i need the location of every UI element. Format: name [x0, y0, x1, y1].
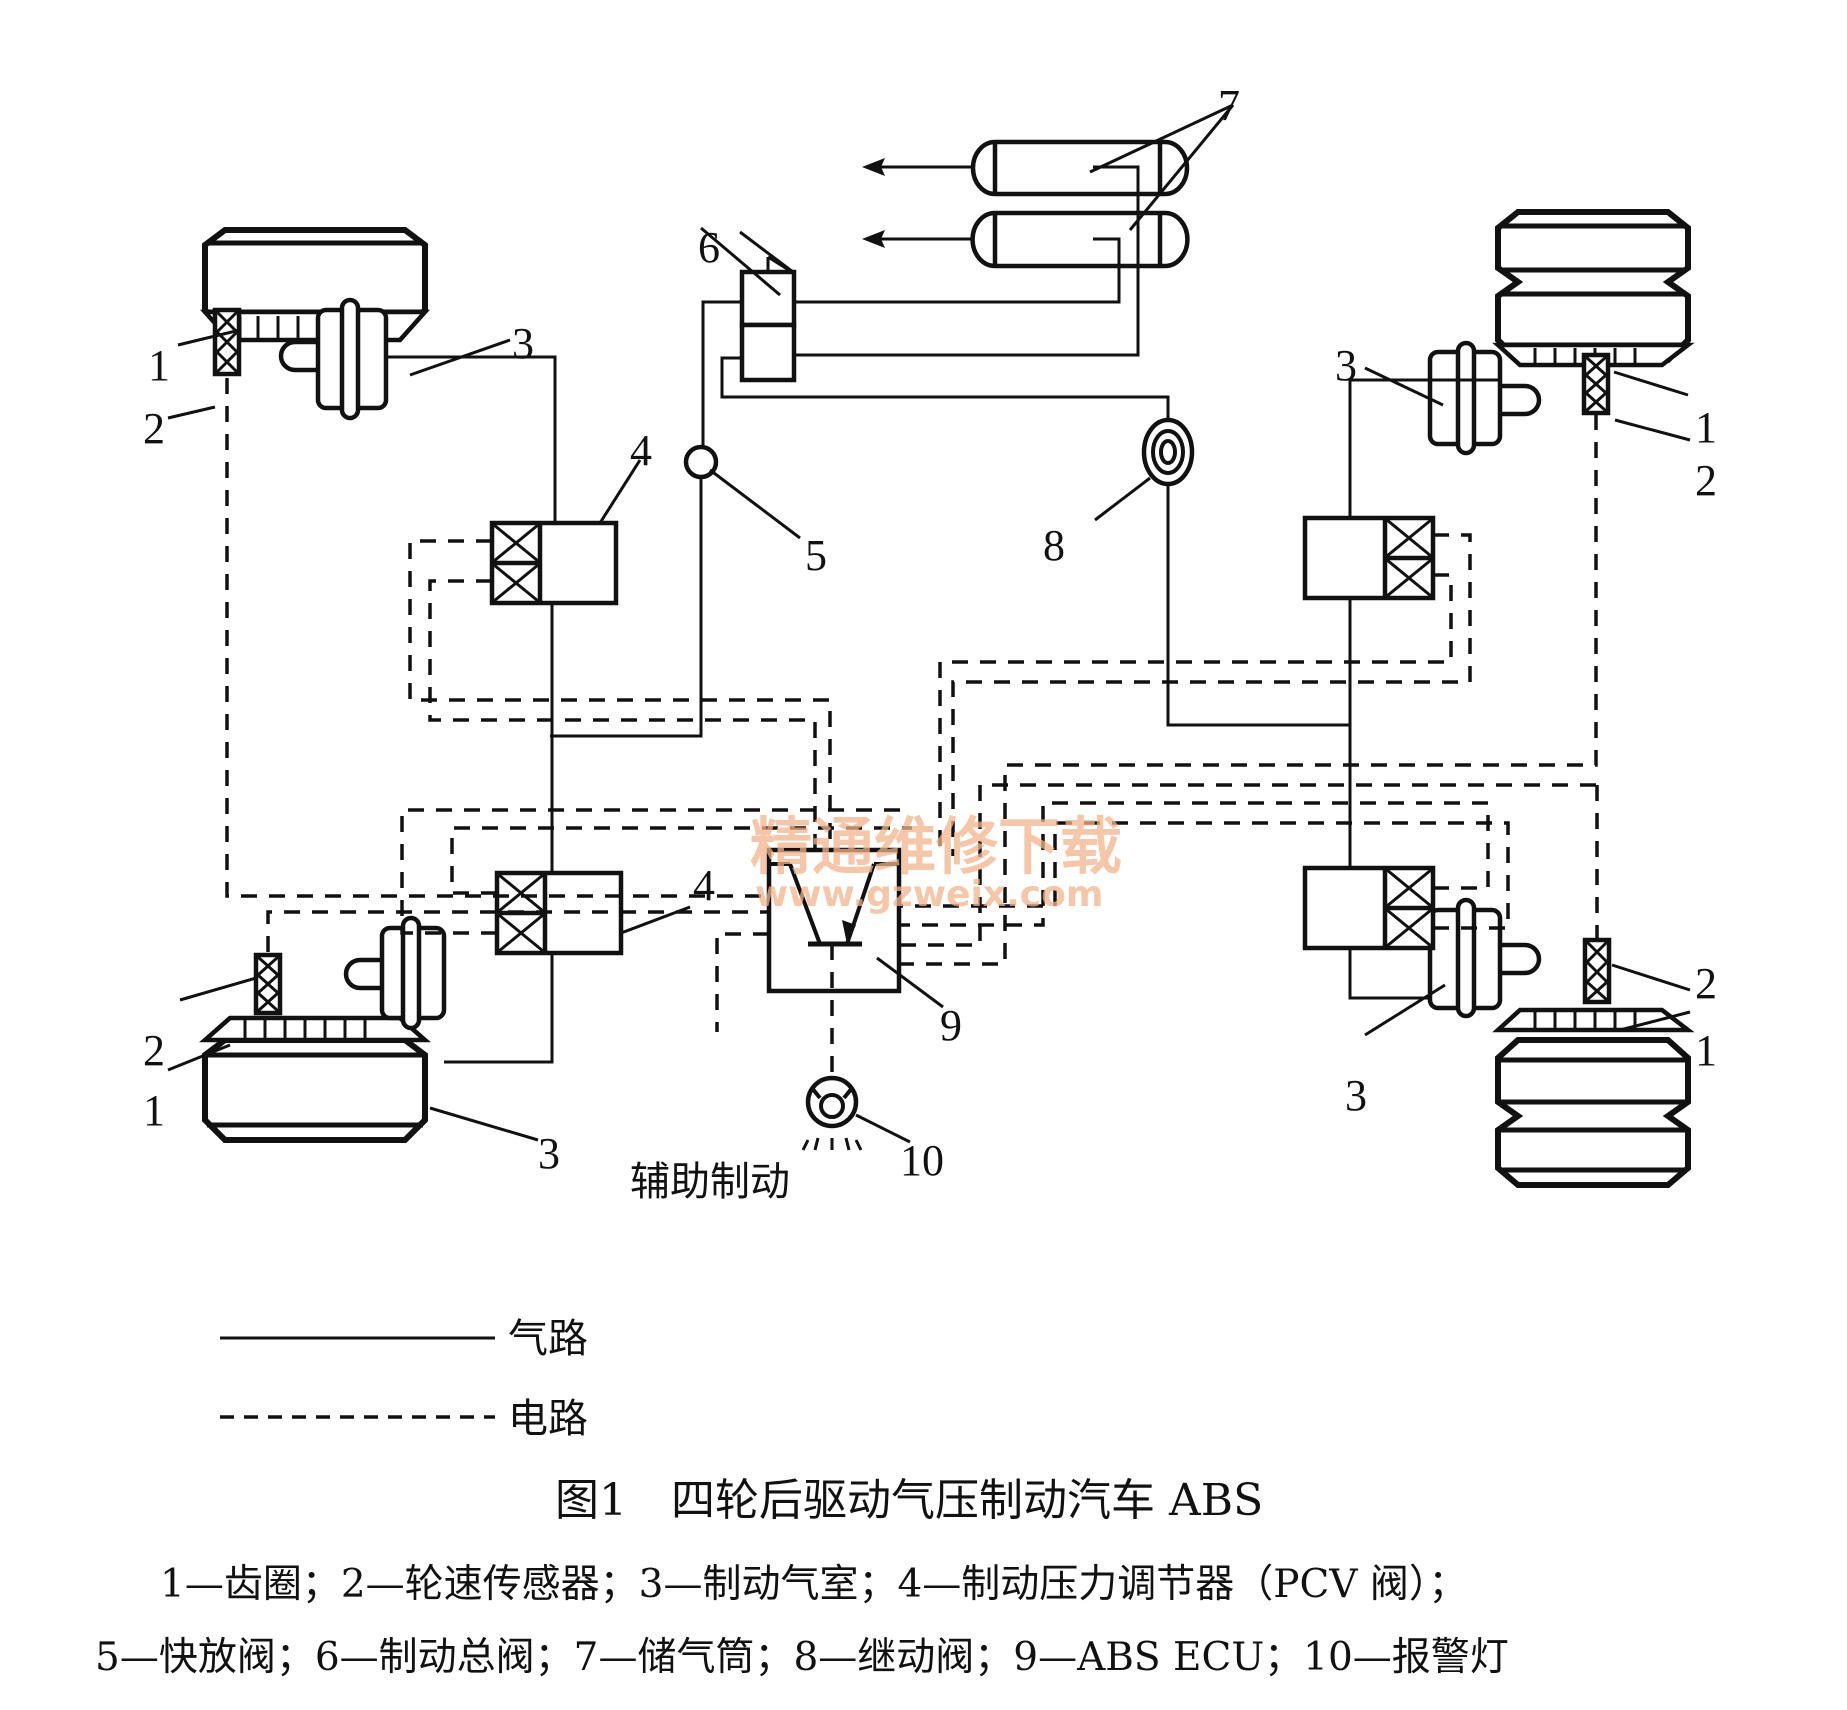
parts-list-line-1: 1—齿圈；2—轮速传感器；3—制动气室；4—制动压力调节器（PCV 阀）； [160, 1562, 1467, 1607]
rear-left-brake-chamber [343, 915, 447, 1031]
watermark-text: 精通维修下载 [750, 810, 1122, 883]
front-right-wheel-speed-sensor [1581, 352, 1611, 416]
callout-3-rear-left: 3 [538, 1129, 560, 1178]
callout-1-rear-right: 1 [1695, 1026, 1717, 1075]
rear-right-brake-chamber [1427, 897, 1542, 1019]
callout-7: 7 [1218, 81, 1240, 130]
callout-1-front-right: 1 [1695, 403, 1717, 452]
air-reservoir-lower [970, 210, 1190, 269]
electric-lines [225, 378, 1599, 1078]
callout-9: 9 [940, 1001, 962, 1050]
rear-left-tone-ring [199, 1015, 431, 1043]
outlet-arrows [862, 158, 973, 248]
rear-left-wheel-speed-sensor [253, 952, 283, 1016]
callout-1-rear-left: 1 [143, 1086, 165, 1135]
callout-2-front-right: 2 [1695, 456, 1717, 505]
callout-6: 6 [698, 223, 720, 272]
auxiliary-brake-label: 辅助制动 [630, 1159, 790, 1205]
warning-lamp [801, 1075, 863, 1151]
parts-list-line-2: 5—快放阀；6—制动总阀；7—储气筒；8—继动阀；9—ABS ECU；10—报警… [95, 1635, 1509, 1680]
front-left-wheel-speed-sensor [212, 307, 242, 377]
callout-10: 10 [900, 1136, 944, 1185]
legend: 气路 电路 [220, 1316, 588, 1442]
pcv-valve-rear-right [1302, 865, 1436, 951]
callout-3-front-left: 3 [512, 319, 534, 368]
callout-8: 8 [1043, 521, 1065, 570]
relay-valve [1141, 417, 1195, 487]
watermark-url: www.gzweix.com [755, 874, 1103, 915]
callout-3-rear-right: 3 [1345, 1071, 1367, 1120]
pcv-valve-front-left [489, 520, 619, 606]
callout-3-front-right: 3 [1335, 341, 1357, 390]
rear-right-wheel [1495, 1037, 1691, 1188]
callout-5: 5 [805, 531, 827, 580]
front-left-brake-chamber [278, 297, 389, 421]
legend-electric-label: 电路 [508, 1396, 588, 1442]
abs-ecu [766, 847, 902, 994]
air-reservoir-upper [970, 139, 1190, 197]
callout-1-front-left: 1 [148, 341, 170, 390]
rear-right-wheel-speed-sensor [1582, 937, 1612, 1005]
callout-4-upper: 4 [630, 426, 652, 475]
callout-2-rear-right: 2 [1695, 959, 1717, 1008]
legend-air-label: 气路 [508, 1316, 588, 1362]
callout-2-front-left: 2 [143, 404, 165, 453]
front-right-wheel [1495, 209, 1691, 363]
brake-master-valve [739, 230, 797, 383]
callout-2-rear-left: 2 [143, 1026, 165, 1075]
pcv-valve-front-right [1302, 515, 1436, 601]
rear-left-wheel [202, 1037, 428, 1143]
callout-leaders [167, 103, 1691, 1144]
callout-4-lower: 4 [693, 861, 715, 910]
figure-title: 图1 四轮后驱动气压制动汽车 ABS [555, 1475, 1263, 1526]
